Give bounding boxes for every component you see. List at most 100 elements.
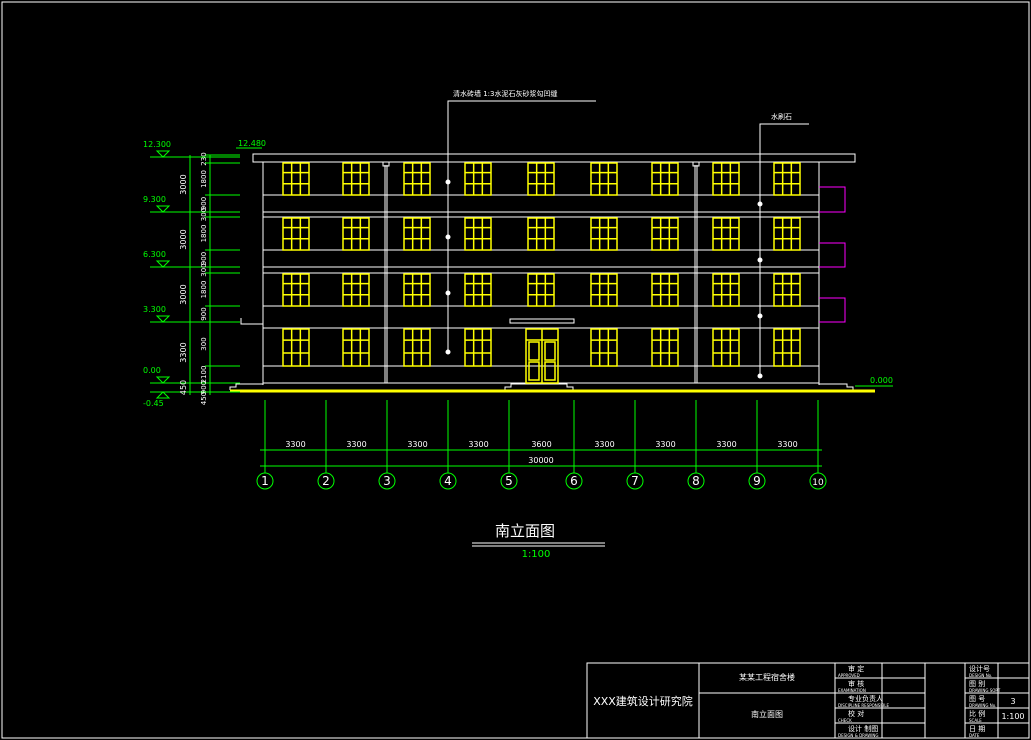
window [282,162,310,196]
axis-label: 9 [753,474,761,488]
axis-bubble [626,472,644,490]
axis-label: 4 [444,474,452,488]
window-frame [282,217,310,251]
drawing-title: 南立面图 1:100 [472,522,605,560]
level-marker [155,315,171,323]
window [712,217,740,251]
detail-dim: 1800 [200,281,208,299]
detail-dim: 900 [200,197,208,210]
floor-dim: 3000 [179,229,188,249]
detail-dim: 1800 [200,225,208,243]
axis-label: 1 [261,474,269,488]
window [712,162,740,196]
window-frame [282,273,310,307]
window-frame [342,328,370,367]
rain-hopper [692,161,700,167]
window-frame [773,273,801,307]
door-panel [544,361,556,381]
window [712,273,740,307]
axis-bubble [317,472,335,490]
window [712,328,740,367]
axis-dim: 3600 [531,440,551,449]
notes: 清水砖墙 1:3水泥石灰砂浆勾凹缝 水刷石 12.480 0.000 [236,89,893,387]
info-value: 1:100 [1001,712,1024,721]
window-frame [712,328,740,367]
window-frame [527,217,555,251]
floor-dim: 450 [179,380,188,395]
role-en: EXAMINATION [838,688,866,693]
door-glass [528,341,540,361]
detail-dim: 230 [200,152,208,165]
window [464,162,492,196]
window-frame [403,162,431,196]
info-cn: 设计号 [969,664,990,673]
level-label: 3.300 [143,305,166,314]
drawing-title-text: 南立面图 [495,522,555,540]
axis-bubble [378,472,396,490]
window-frame [464,162,492,196]
role-cn: 校 对 [848,709,864,718]
note-stone: 水刷石 [771,112,792,121]
window [773,273,801,307]
window-frame [527,273,555,307]
role-en: CHECK [838,718,852,723]
role-en: DESIGN & DRAWING [838,733,879,738]
building-elevation [229,153,875,393]
level-label: -0.45 [143,399,164,408]
window-frame [464,273,492,307]
canopy-left [240,318,263,325]
rain-hopper [382,161,390,167]
axis-bubble [500,472,518,490]
window [464,217,492,251]
role-cn: 专业负责人 [848,694,883,703]
window-frame [464,217,492,251]
role-en: DISCIPLINE RESPONSIBLE [838,703,889,708]
role-en: APPROVED [838,673,860,678]
axis-bubble [256,472,274,490]
window-frame [651,328,679,367]
detail-dim: 1800 [200,170,208,188]
axis-dim: 3300 [716,440,736,449]
window-frame [464,328,492,367]
level-label: 0.00 [143,366,161,375]
detail-dim: 300 [200,337,208,350]
window-frame [712,217,740,251]
window [590,162,618,196]
entrance-door [525,328,559,384]
window [590,217,618,251]
axis-bubble [748,472,766,490]
window-frame [651,162,679,196]
window-frame [712,162,740,196]
detail-dim: 300 [200,208,208,221]
window-frame [651,273,679,307]
note-leader-wall [447,100,596,352]
info-value: 3 [1010,697,1015,706]
window [590,328,618,367]
total-dim: 30000 [528,456,553,465]
axis-dim: 3300 [285,440,305,449]
axis-label: 10 [812,478,824,488]
info-cn: 图 别 [969,679,985,688]
level-marker [155,376,171,384]
axis-bubble [565,472,583,490]
window [282,328,310,367]
entrance-canopy [509,318,575,324]
window [651,162,679,196]
window-frame [342,162,370,196]
steps-left [229,383,263,390]
level-label: 12.300 [143,140,171,149]
floor-dim: 3300 [179,342,188,362]
axis-dim: 3300 [655,440,675,449]
window-frame [282,328,310,367]
axis-dim: 3300 [468,440,488,449]
window-frame [651,217,679,251]
axis-bubble [809,472,827,490]
window [342,328,370,367]
entrance-steps [504,383,574,390]
window [464,328,492,367]
window [342,217,370,251]
detail-dim: 900 [200,307,208,320]
drawing-scale: 1:100 [522,549,551,560]
window-frame [282,162,310,196]
